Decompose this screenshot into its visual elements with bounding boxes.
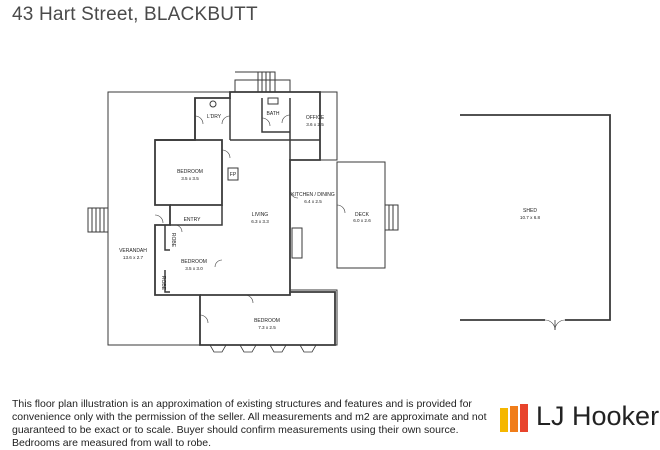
entry-walls [164,205,223,293]
room-size-shed: 10.7 x 6.8 [520,215,541,220]
shed-door-swing [544,319,556,331]
room-label-robe1: ROBE [170,233,176,248]
room-label-living: LIVING [252,212,269,218]
room-label-deck: DECK [355,212,370,218]
room-label-kitchen: KITCHEN / DINING [291,192,335,198]
room-size-verandah: 13.6 x 2.7 [123,255,144,260]
door-swing [154,114,346,324]
fireplace-box [227,167,239,181]
verandah-outline [107,79,338,346]
room-size-bedroom2: 3.5 x 3.0 [185,266,203,271]
room-label-bedroom3: BEDROOM [254,318,280,324]
room-label-robe2: ROBE [160,276,166,291]
room-label-office: OFFICE [306,115,325,121]
room-label-entry: ENTRY [184,217,202,223]
room-size-kitchen: 6.4 x 2.5 [304,199,322,204]
bedroom1-walls [155,139,223,206]
room-label-verandah: VERANDAH [119,248,147,254]
room-label-bedroom2: BEDROOM [181,259,207,265]
house-outline [154,91,336,346]
shed-door-swing [554,319,566,331]
deck-steps [384,204,399,231]
vanity [267,97,279,105]
room-size-living: 6.3 x 3.3 [251,219,269,224]
shed-outline [460,114,611,321]
toilet [209,100,217,108]
rear-steps [235,71,276,92]
front-steps [87,207,109,233]
room-size-bedroom1: 3.5 x 3.5 [181,176,199,181]
room-size-bedroom3: 7.3 x 2.5 [258,325,276,330]
disclaimer-text: This floor plan illustration is an appro… [12,398,487,449]
floor-plan: L'DRY BATH OFFICE 3.6 x 2.5 BEDROOM 3.5 … [87,71,611,353]
room-label-ldry: L'DRY [207,114,222,120]
bay-window [209,344,317,353]
page-title: 43 Hart Street, BLACKBUTT [12,4,258,25]
brand-name: LJ Hooker [536,401,660,431]
bedroom3-walls [200,292,291,296]
room-size-office: 3.6 x 2.5 [306,122,324,127]
kitchen-bench [291,227,303,259]
room-size-deck: 6.0 x 2.6 [353,218,371,223]
room-label-bedroom1: BEDROOM [177,169,203,175]
room-label-shed: SHED [523,208,537,214]
room-label-fireplace: FP [230,172,237,178]
lj-hooker-mark-icon [500,404,528,432]
wet-area-walls [194,98,291,160]
brand-logo: LJ Hooker [500,401,659,432]
room-label-bath: BATH [267,111,280,117]
